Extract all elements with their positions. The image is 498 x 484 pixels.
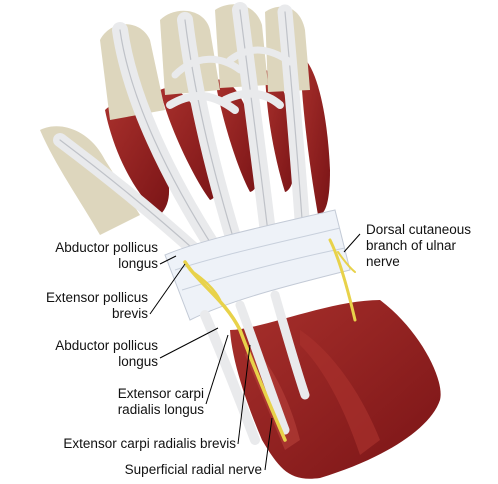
leader-lines (149, 233, 361, 471)
label-extensor-carpi-radialis-longus: Extensor carpi radialis longus (0, 386, 204, 418)
label-superficial-radial-nerve: Superficial radial nerve (0, 462, 262, 478)
label-line: longus (118, 256, 158, 271)
label-line: brevis (111, 306, 148, 321)
label-line: Extensor carpi (117, 386, 204, 401)
label-abductor-pollicis-longus-upper: Abductor pollicus longus (0, 240, 158, 272)
label-extensor-pollicis-brevis: Extensor pollicus brevis (0, 290, 148, 322)
forearm-tendons (200, 290, 310, 445)
nerves (183, 238, 357, 442)
label-line: Extensor pollicus (45, 290, 148, 305)
forearm-muscles (230, 300, 441, 479)
label-line: branch of ulnar (366, 238, 457, 253)
label-abductor-pollicis-longus-lower: Abductor pollicus longus (0, 338, 158, 370)
label-line: nerve (366, 254, 400, 269)
label-line: radialis longus (117, 402, 204, 417)
label-dorsal-cutaneous-branch-ulnar-nerve: Dorsal cutaneous branch of ulnar nerve (366, 222, 471, 270)
label-line: longus (118, 354, 158, 369)
label-line: Extensor carpi radialis brevis (63, 436, 236, 451)
label-line: Abductor pollicus (55, 240, 158, 255)
label-line: Abductor pollicus (55, 338, 158, 353)
label-line: Superficial radial nerve (124, 462, 262, 477)
label-extensor-carpi-radialis-brevis: Extensor carpi radialis brevis (0, 436, 236, 452)
label-line: Dorsal cutaneous (366, 222, 472, 237)
